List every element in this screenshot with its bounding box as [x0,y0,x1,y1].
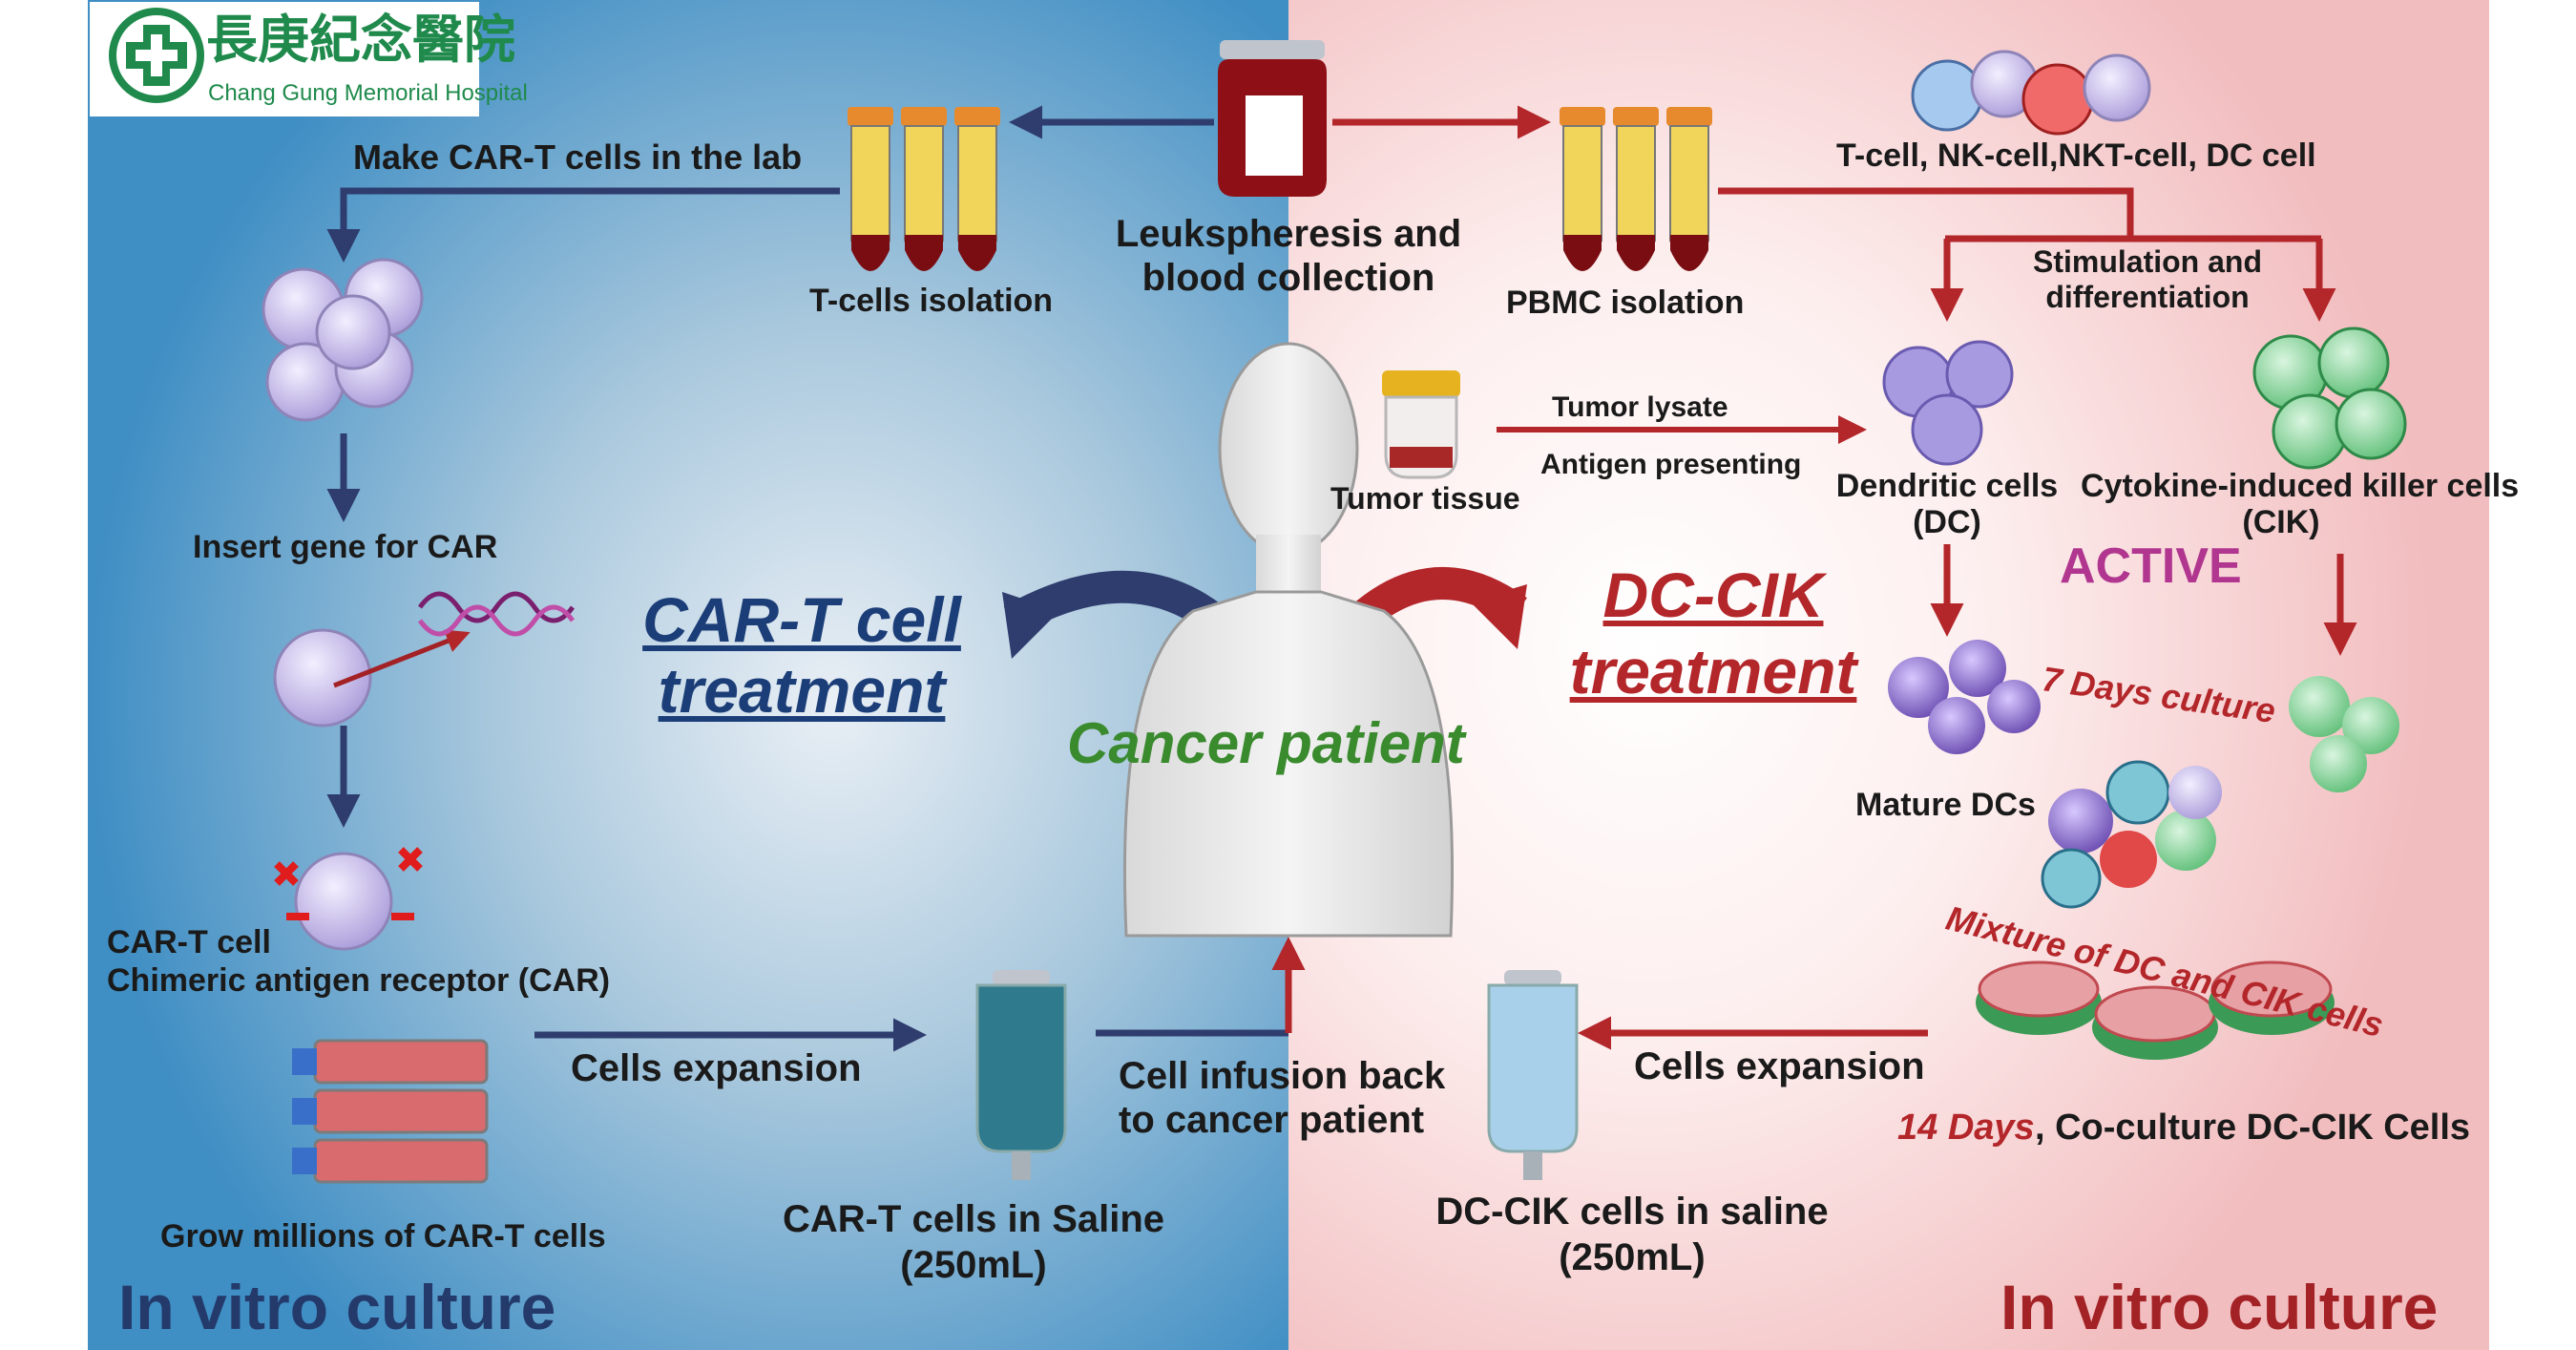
logo-chinese-name: 長庚紀念醫院 [206,9,515,70]
patient-silhouette [1123,342,1454,938]
cart-saline-label: CAR-T cells in Saline [782,1198,1165,1240]
dendritic-cells-icon [1882,340,2014,466]
antigen-label: Antigen presenting [1540,449,1802,480]
active-label: ACTIVE [2060,538,2242,594]
patient-label: Cancer patient [1067,711,1465,775]
blood-bag-icon [1218,40,1327,197]
stimulation-label: Stimulation and differentiation [2033,244,2262,314]
cik-cells-icon [2252,327,2407,470]
dccik-saline-label: DC-CIK cells in saline [1435,1191,1829,1233]
coculture-label: , Co-culture DC-CIK Cells [2035,1107,2471,1148]
grow-label: Grow millions of CAR-T cells [160,1218,606,1255]
fourteen-days-label: 14 Days [1897,1107,2035,1148]
tubes-right-icon [1560,107,1712,271]
tumor-lysate-label: Tumor lysate [1552,391,1728,423]
cart-cell-label: CAR-T cell [107,924,271,960]
right-expansion-label: Cells expansion [1634,1045,1925,1087]
cart-cell-icon [274,847,423,951]
activated-cik-icon [2289,676,2399,792]
dc-label-2: (DC) [1913,504,1981,540]
mixed-cell-types-icon [1911,50,2151,136]
arrow-lab-to-cells [326,187,840,263]
infusion-label: Cell infusion back to cancer patient [1119,1055,1446,1141]
cell-types-label: T-cell, NK-cell,NKT-cell, DC cell [1836,137,2316,174]
flask-stack-icon [292,1039,489,1184]
cik-label-2: (CIK) [2242,504,2320,540]
left-expansion-label: Cells expansion [571,1047,862,1089]
dc-label: Dendritic cells [1835,468,2059,504]
insert-gene-label: Insert gene for CAR [193,529,498,565]
car-receptor-label: Chimeric antigen receptor (CAR) [107,962,611,999]
gene-insertion-icon [273,591,576,728]
curved-arrow-right-head [1470,584,1527,649]
make-cart-label: Make CAR-T cells in the lab [353,137,803,177]
pbmc-label: PBMC isolation [1506,285,1745,321]
tcell-isolation-label: T-cells isolation [809,283,1054,319]
curved-arrow-left-head [1002,592,1059,659]
tumor-cup-icon [1382,370,1460,479]
mature-dcs-icon [1888,640,2041,754]
tcell-cluster-icon [262,258,424,422]
cik-label: Cytokine-induced killer cells [2081,468,2520,504]
hospital-logo [90,2,479,116]
mature-dcs-label: Mature DCs [1855,787,2036,823]
cart-treatment-title-2: treatment [658,655,946,726]
logo-english-name: Chang Gung Memorial Hospital [208,80,528,106]
dccik-saline-volume: (250mL) [1559,1236,1706,1278]
tubes-left-icon [848,107,1000,271]
right-footer: In vitro culture [2000,1272,2439,1342]
mixture-cells-icon [2041,760,2222,909]
dccik-treatment-title-2: treatment [1569,636,1857,707]
culture-dishes-icon [1976,960,2335,1060]
arrow-pbmc-split [1718,187,2134,239]
dccik-treatment-title: DC-CIK [1602,559,1824,630]
cart-treatment-title: CAR-T cell [642,584,961,655]
cart-saline-volume: (250mL) [900,1244,1047,1286]
left-footer: In vitro culture [118,1272,556,1342]
collection-label: Leukspheresis and blood collection [1115,213,1462,299]
dccik-saline-bag-icon [1487,970,1579,1180]
tumor-tissue-label: Tumor tissue [1330,481,1520,516]
cart-saline-bag-icon [975,970,1067,1180]
